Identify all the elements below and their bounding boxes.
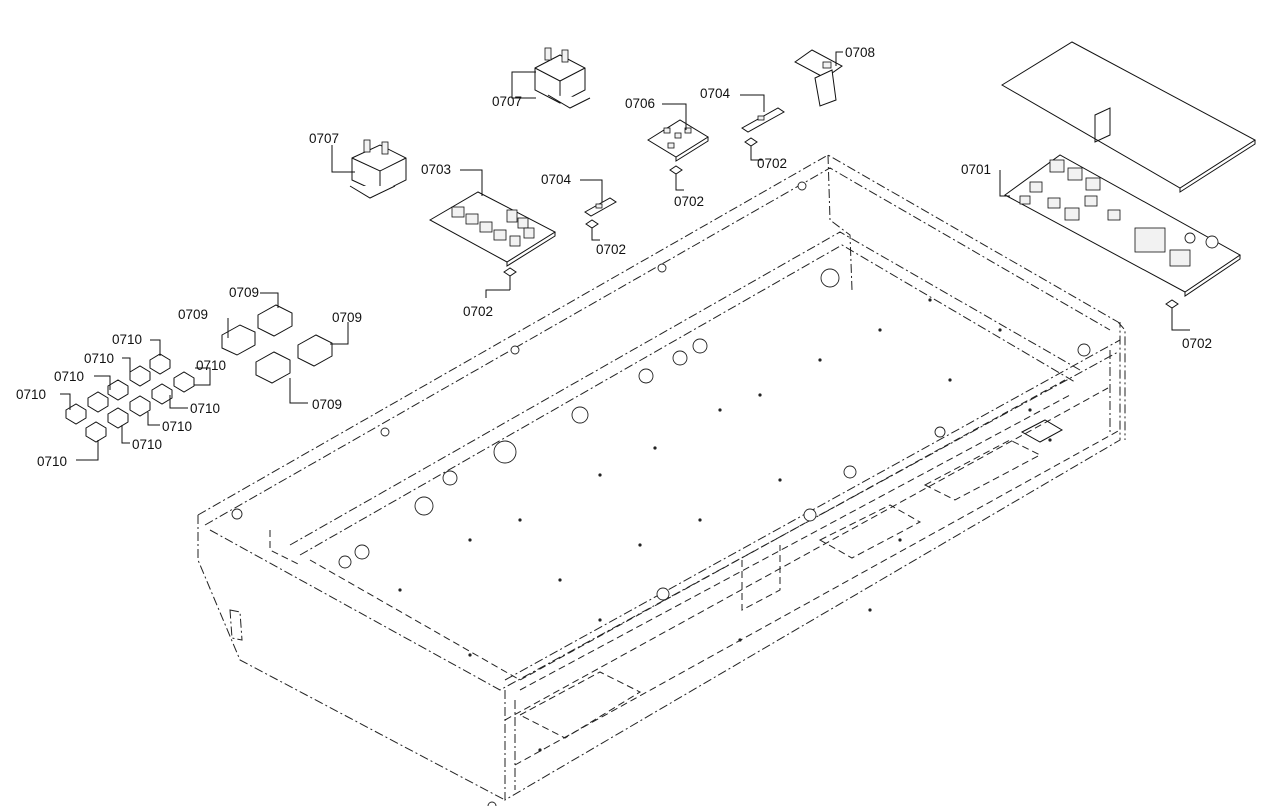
callout-0710-d: 0710	[16, 387, 46, 402]
callout-0709-b: 0709	[229, 285, 259, 300]
callout-0709-c: 0709	[332, 310, 362, 325]
callout-0710-g: 0710	[162, 419, 192, 434]
callout-0702-b: 0702	[596, 242, 626, 257]
part-0707-transformer-b	[349, 139, 407, 199]
callout-0708: 0708	[845, 45, 875, 60]
callout-0709-d: 0709	[312, 397, 342, 412]
callout-labels: 0707 0707 0708 0706 0704 0704 0703 0701 …	[16, 45, 1212, 469]
callout-0702-e: 0702	[1182, 336, 1212, 351]
leader-lines	[60, 51, 1190, 461]
part-0707-transformer-a	[534, 47, 591, 109]
callout-0704-a: 0704	[700, 86, 731, 101]
callout-0702-a: 0702	[463, 304, 493, 319]
callout-0702-c: 0702	[674, 194, 704, 209]
part-0703-relay-board	[428, 191, 557, 267]
part-0701-control-board	[1004, 154, 1241, 297]
chassis-frame	[197, 154, 1126, 806]
callout-0702-d: 0702	[757, 156, 787, 171]
callout-0710-i: 0710	[37, 454, 67, 469]
callout-0710-a: 0710	[112, 332, 142, 347]
callout-0707-a: 0707	[492, 94, 522, 109]
part-0706-board	[647, 119, 709, 162]
part-0704-strip-a	[584, 197, 617, 217]
callout-0707-b: 0707	[309, 131, 339, 146]
callout-0710-e: 0710	[196, 358, 226, 373]
part-0709-clips	[221, 304, 333, 384]
part-0704-strip-b	[741, 107, 785, 133]
board-cover-plate	[1001, 41, 1256, 193]
callout-0710-f: 0710	[190, 401, 220, 416]
callout-0710-h: 0710	[132, 437, 162, 452]
callout-0710-b: 0710	[84, 351, 114, 366]
callout-0703: 0703	[421, 162, 451, 177]
part-0710-clips	[65, 353, 195, 443]
callout-0706: 0706	[625, 96, 655, 111]
callout-0710-c: 0710	[54, 369, 84, 384]
callout-0709-a: 0709	[178, 307, 208, 322]
callout-0704-b: 0704	[541, 172, 572, 187]
callout-0701: 0701	[961, 162, 991, 177]
part-0708-bracket	[794, 49, 843, 107]
part-0702-fasteners	[503, 137, 1179, 320]
